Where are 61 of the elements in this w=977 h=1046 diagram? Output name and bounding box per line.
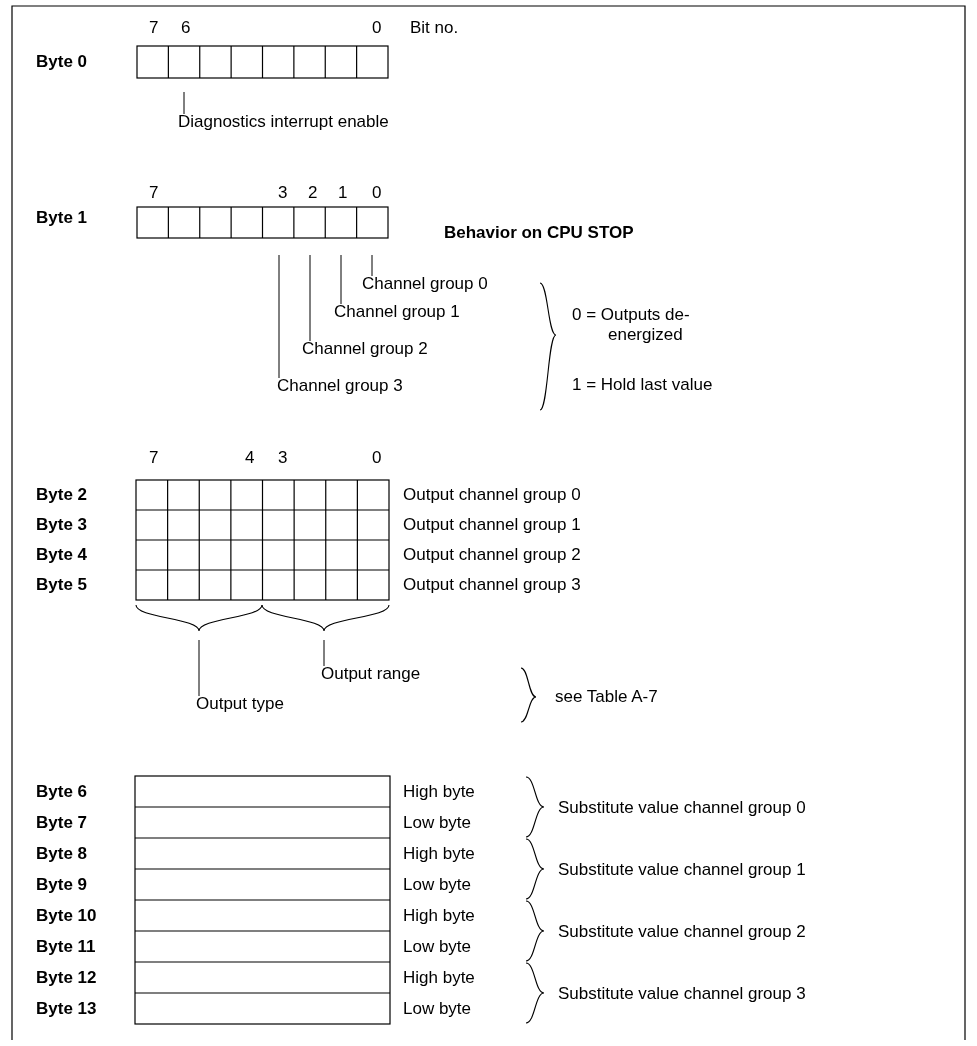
row-description: Output channel group 0 [403,485,581,505]
callout-text: Output range [321,664,421,684]
bit-number: 6 [181,18,191,38]
byte-part-label: Low byte [403,937,472,957]
leader-line [323,639,325,667]
leader-line [278,254,280,379]
table-reference: see Table A-7 [555,687,658,707]
callout-text: Output type [196,694,284,714]
bit-number: 3 [278,448,288,468]
callout-text: Channel group 3 [277,376,403,396]
byte-part-label: Low byte [403,999,472,1019]
byte-label: Byte 10 [36,906,97,926]
byte-label: Byte 12 [36,968,97,988]
row-description: Output channel group 1 [403,515,581,535]
byte-label: Byte 9 [36,875,88,895]
byte-label: Byte 8 [36,844,88,864]
leader-line [198,639,200,697]
section-heading: Behavior on CPU STOP [444,223,634,243]
byte-label: Byte 3 [36,515,88,535]
byte-part-label: High byte [403,906,475,926]
bit-number: 4 [245,448,255,468]
byte-label: Byte 4 [36,545,88,565]
byte-part-label: Low byte [403,875,472,895]
bit-number: 7 [149,18,159,38]
group-description: Substitute value channel group 3 [558,984,806,1004]
leader-line [309,254,311,342]
byte-label: Byte 2 [36,485,88,505]
row-description: Output channel group 3 [403,575,581,595]
callout-text: Diagnostics interrupt enable [178,112,403,132]
bit-number: 0 [372,448,382,468]
bit-number: 1 [338,183,348,203]
byte-part-label: Low byte [403,813,472,833]
bit-number: 0 [372,183,382,203]
bit-number: 2 [308,183,318,203]
byte-label: Byte 11 [36,937,96,957]
byte-label: Byte 13 [36,999,97,1019]
value-note: 1 = Hold last value [572,375,713,395]
group-description: Substitute value channel group 0 [558,798,806,818]
axis-caption: Bit no. [410,18,459,38]
byte-label: Byte 1 [36,208,88,228]
byte-part-label: High byte [403,968,475,988]
callout-text: Channel group 1 [334,302,460,322]
callout-text: Channel group 2 [302,339,428,359]
bit-number: 7 [149,183,159,203]
callout-text: Channel group 0 [362,274,488,294]
byte-label: Byte 6 [36,782,88,802]
leader-line [340,254,342,305]
bit-number: 3 [278,183,288,203]
leader-line [371,254,373,277]
bit-number: 7 [149,448,159,468]
value-note: 0 = Outputs de-energized [572,305,691,345]
byte-label: Byte 0 [36,52,88,72]
group-description: Substitute value channel group 2 [558,922,806,942]
byte-label: Byte 5 [36,575,88,595]
byte-label: Byte 7 [36,813,88,833]
byte-part-label: High byte [403,782,475,802]
row-description: Output channel group 2 [403,545,581,565]
group-description: Substitute value channel group 1 [558,860,806,880]
leader-line [183,91,185,115]
byte-part-label: High byte [403,844,475,864]
bit-number: 0 [372,18,382,38]
